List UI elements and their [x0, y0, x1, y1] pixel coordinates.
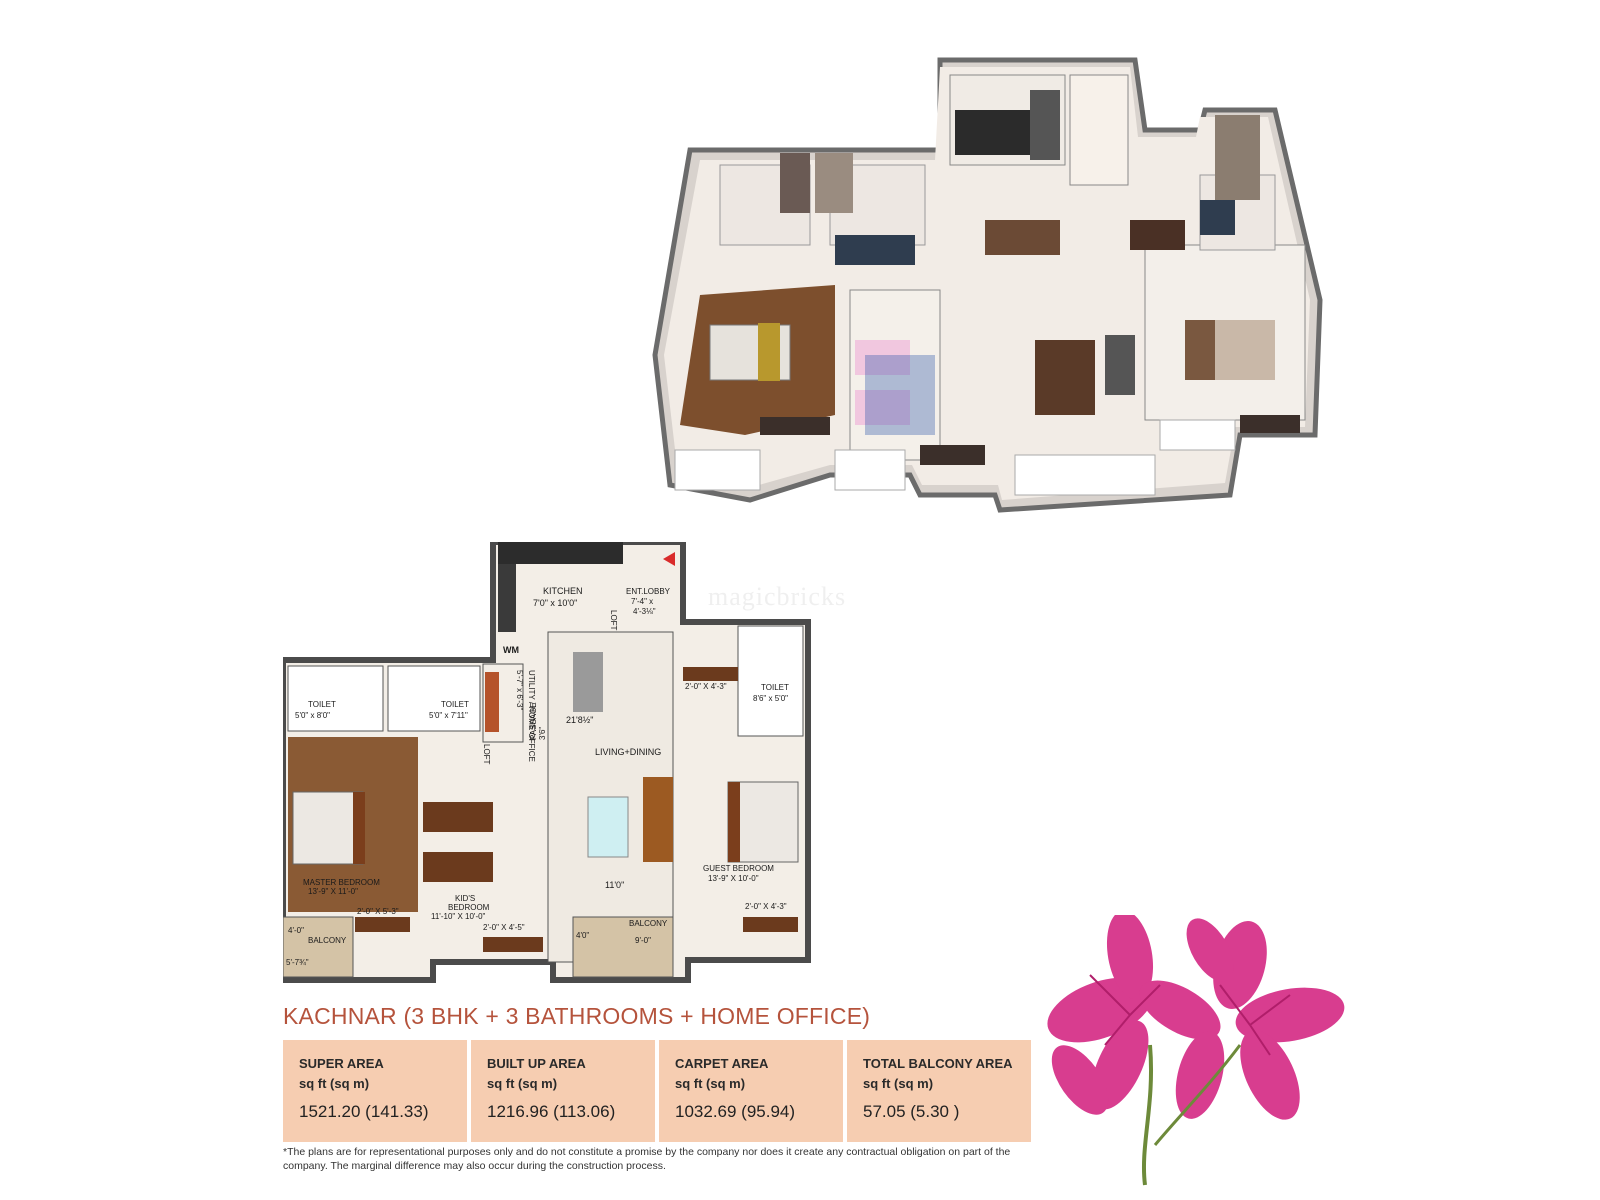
guest-wardrobe-dim: 2'-0" X 4'-3"	[745, 902, 787, 911]
living-length: 21'8½"	[566, 715, 593, 725]
kitchen-dim: 7'0" x 10'0"	[533, 598, 577, 608]
area-label: SUPER AREA	[299, 1056, 384, 1071]
toilet-2-dim: 5'0" x 7'11"	[429, 711, 468, 720]
isometric-floor-plan-render	[640, 55, 1360, 525]
wm-label: WM	[503, 645, 519, 655]
balcony-center-label: BALCONY	[629, 919, 668, 928]
area-cell-super: SUPER AREA sq ft (sq m) 1521.20 (141.33)	[283, 1040, 467, 1142]
area-cell-carpet: CARPET AREA sq ft (sq m) 1032.69 (95.94)	[659, 1040, 843, 1142]
kachnar-flower-image	[1030, 910, 1370, 1190]
2d-floor-plan: KITCHEN 7'0" x 10'0" ENT.LOBBY 7'-4" x 4…	[280, 539, 831, 992]
utility-dim: 5'-7" x 6'-3"	[515, 670, 524, 710]
area-unit: sq ft (sq m)	[675, 1076, 746, 1091]
kitchen-label: KITCHEN	[543, 586, 583, 596]
area-label: CARPET AREA	[675, 1056, 769, 1071]
passage-dim: 3'6"	[538, 727, 547, 740]
ent-lobby-label: ENT.LOBBY	[626, 587, 671, 596]
area-label: TOTAL BALCONY AREA	[863, 1056, 1013, 1071]
living-dining-label: LIVING+DINING	[595, 747, 661, 757]
balcony-left-label: BALCONY	[308, 936, 347, 945]
living-width: 11'0"	[605, 880, 624, 890]
ent-lobby-dim-2: 4'-3⅛"	[633, 607, 656, 616]
area-label: BUILT UP AREA	[487, 1056, 586, 1071]
utility-label: UTILITY / HOME OFFICE	[527, 670, 536, 762]
toilet-2-label: TOILET	[441, 700, 469, 709]
passage-loft-label: LOFT	[482, 744, 491, 765]
area-unit: sq ft (sq m)	[299, 1076, 370, 1091]
area-value: 1032.69 (95.94)	[675, 1102, 796, 1121]
watermark: magicbricks	[708, 582, 847, 611]
balcony-left-dim-1: 4'-0"	[288, 926, 304, 935]
area-unit: sq ft (sq m)	[863, 1076, 934, 1091]
kids-bedroom-label-2: BEDROOM	[448, 903, 490, 912]
passage-label: PASSAGE	[529, 702, 538, 740]
master-wardrobe-dim: 2'-0" X 5'-3"	[357, 907, 399, 916]
area-cell-built-up: BUILT UP AREA sq ft (sq m) 1216.96 (113.…	[471, 1040, 655, 1142]
area-value: 1216.96 (113.06)	[487, 1102, 616, 1121]
dining-table	[985, 220, 1060, 255]
balcony-left-dim-2: 5'-7¾"	[286, 958, 309, 967]
toilet-3-dim: 8'6" x 5'0"	[753, 694, 788, 703]
area-value: 1521.20 (141.33)	[299, 1102, 429, 1121]
kids-wardrobe-dim: 2'-0" X 4'-5"	[483, 923, 525, 932]
disclaimer: *The plans are for representational purp…	[283, 1146, 1011, 1172]
guest-top-wardrobe-dim: 2'-0" X 4'-3"	[685, 682, 727, 691]
guest-bedroom-dim: 13'-9" X 10'-0"	[708, 874, 759, 883]
guest-bedroom-label: GUEST BEDROOM	[703, 864, 774, 873]
toilet-1-label: TOILET	[308, 700, 336, 709]
balcony-center-dim-1: 4'0"	[576, 931, 589, 940]
ent-lobby-dim-1: 7'-4" x	[631, 597, 653, 606]
flower-svg	[1047, 910, 1345, 1186]
area-value: 57.05 (5.30 )	[863, 1102, 960, 1121]
toilet-1-dim: 5'0" x 8'0"	[295, 711, 330, 720]
toilet-3-label: TOILET	[761, 683, 789, 692]
area-table: SUPER AREA sq ft (sq m) 1521.20 (141.33)…	[283, 1040, 1031, 1142]
isometric-render-svg	[652, 57, 1323, 513]
master-bedroom-label: MASTER BEDROOM	[303, 878, 380, 887]
kids-bedroom-label: KID'S	[455, 894, 475, 903]
plan-title: KACHNAR (3 BHK + 3 BATHROOMS + HOME OFFI…	[283, 1003, 871, 1029]
area-cell-balcony: TOTAL BALCONY AREA sq ft (sq m) 57.05 (5…	[847, 1040, 1031, 1142]
master-bedroom-dim: 13'-9" X 11'-0"	[308, 887, 358, 896]
floor-plan-svg: KITCHEN 7'0" x 10'0" ENT.LOBBY 7'-4" x 4…	[280, 539, 811, 983]
balcony-center-dim-2: 9'-0"	[635, 936, 651, 945]
living-rug	[1035, 340, 1095, 415]
kids-bedroom-dim: 11'-10" X 10'-0"	[431, 912, 486, 921]
area-unit: sq ft (sq m)	[487, 1076, 558, 1091]
kitchen-loft-label: LOFT	[609, 610, 618, 631]
